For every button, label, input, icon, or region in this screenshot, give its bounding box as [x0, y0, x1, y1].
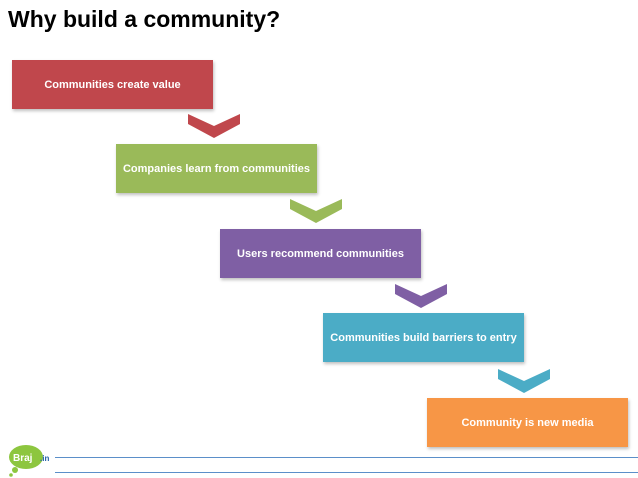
chevron-down-icon [395, 284, 447, 308]
step-box-4: Communities build barriers to entry [323, 313, 524, 362]
step-box-5: Community is new media [427, 398, 628, 447]
page-title: Why build a community? [8, 6, 281, 32]
footer-divider-bottom [55, 472, 638, 473]
svg-text:Braj: Braj [13, 453, 33, 464]
svg-text:.in: .in [40, 454, 49, 463]
chevron-down-icon [188, 114, 240, 138]
footer-divider-top [55, 457, 638, 458]
chevron-down-icon [498, 369, 550, 393]
brand-logo: Braj .in [9, 445, 49, 477]
chevron-down-icon [290, 199, 342, 223]
step-box-3: Users recommend communities [220, 229, 421, 278]
step-box-1: Communities create value [12, 60, 213, 109]
step-box-2: Companies learn from communities [116, 144, 317, 193]
